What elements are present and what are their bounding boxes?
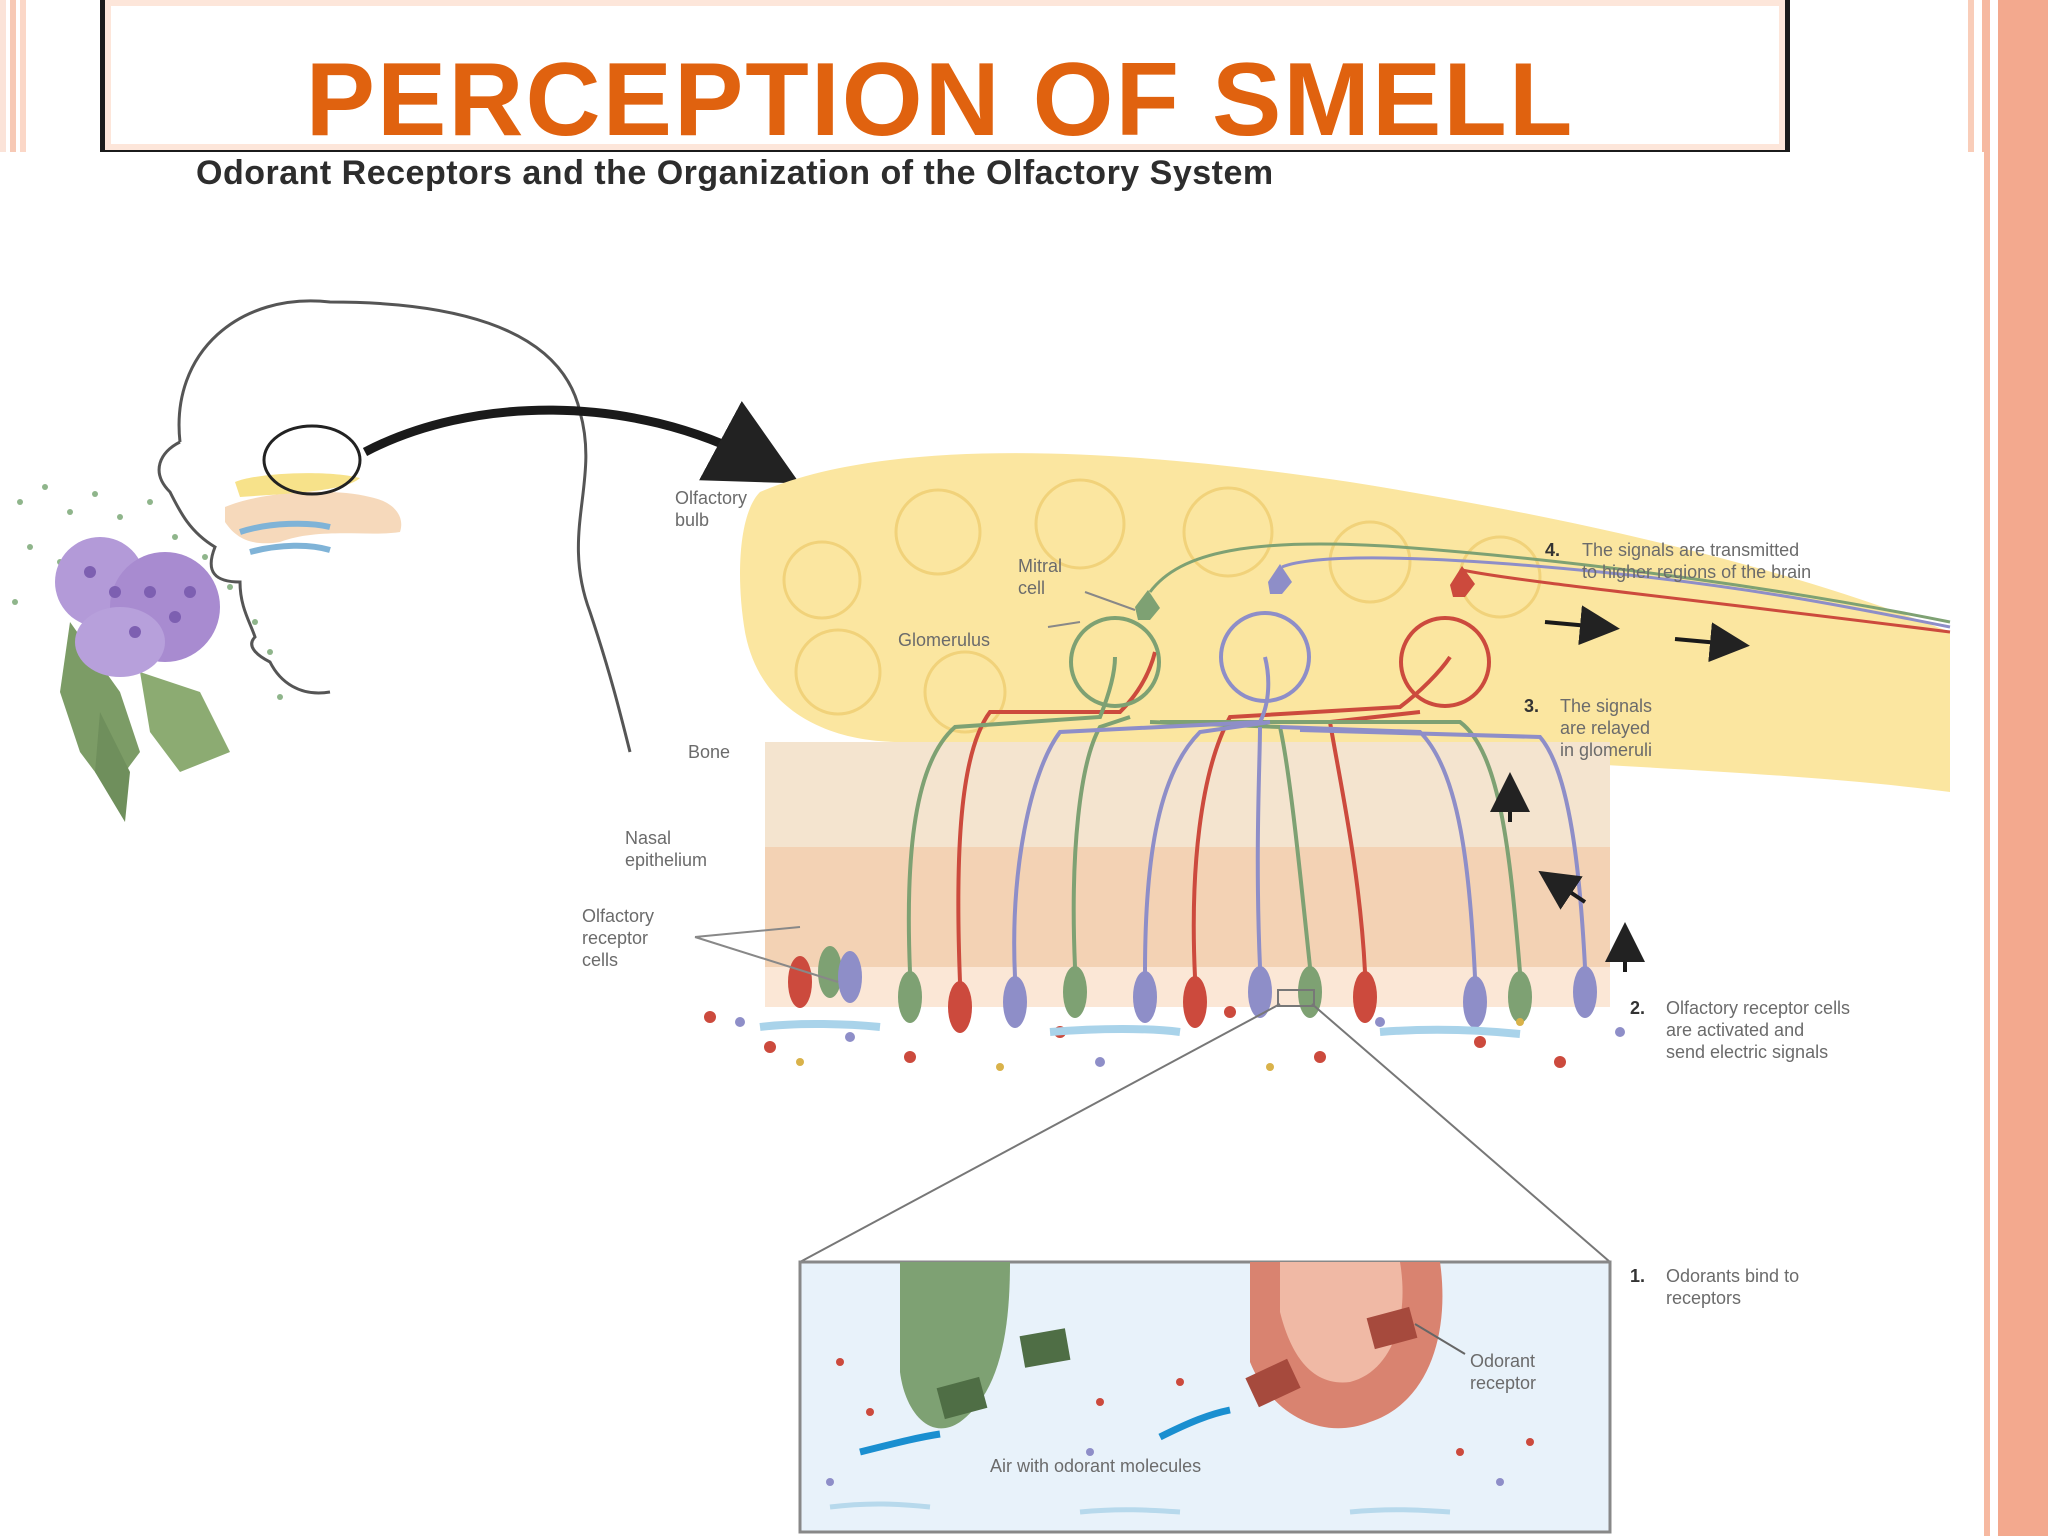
- nasal-epithelium-layer: [765, 847, 1610, 967]
- mitral-cells: [1135, 564, 1475, 620]
- olfactory-receptor-cells: [788, 946, 1597, 1033]
- title-box: [100, 0, 1790, 155]
- odorant-molecules: [704, 1006, 1625, 1071]
- receptor-axons: [906, 651, 1587, 983]
- figure-title: Odorant Receptors and the Organization o…: [196, 154, 1274, 192]
- signal-arrows: [1490, 605, 1750, 972]
- inset-zoom-lines: [799, 989, 1611, 1263]
- head-profile: [157, 299, 632, 753]
- slide-title: PERCEPTION OF SMELL: [305, 42, 1575, 158]
- step-2: 2. Olfactory receptor cells are activate…: [1630, 998, 1855, 1062]
- glomeruli: [1069, 611, 1491, 708]
- lilac-flower: [55, 537, 230, 822]
- glomerulus-label: Glomerulus: [898, 630, 990, 650]
- zoom-circle: [262, 424, 362, 496]
- nasal-cavity: [225, 473, 402, 555]
- olfactory-figure: Odorant Receptors and the Organization o…: [0, 152, 1984, 1536]
- mitral-projections: [1148, 542, 1951, 634]
- step-3: 3. The signals are relayed in glomeruli: [1524, 696, 1657, 760]
- label-leader-lines: [694, 591, 1136, 983]
- bulb-circles: [782, 478, 1542, 734]
- air-molecules-label: Air with odorant molecules: [990, 1456, 1201, 1476]
- step-4: 4. The signals are transmitted to higher…: [1545, 540, 1811, 582]
- receptor-inset: [798, 1260, 1612, 1534]
- zoom-arrow: [362, 401, 800, 484]
- bone-layer: [765, 742, 1610, 847]
- olfactory-bulb: [740, 453, 1950, 792]
- step-1: 1. Odorants bind to receptors: [1630, 1266, 1804, 1308]
- bone-label: Bone: [688, 742, 730, 762]
- air-flow-arrows: [759, 1019, 1521, 1038]
